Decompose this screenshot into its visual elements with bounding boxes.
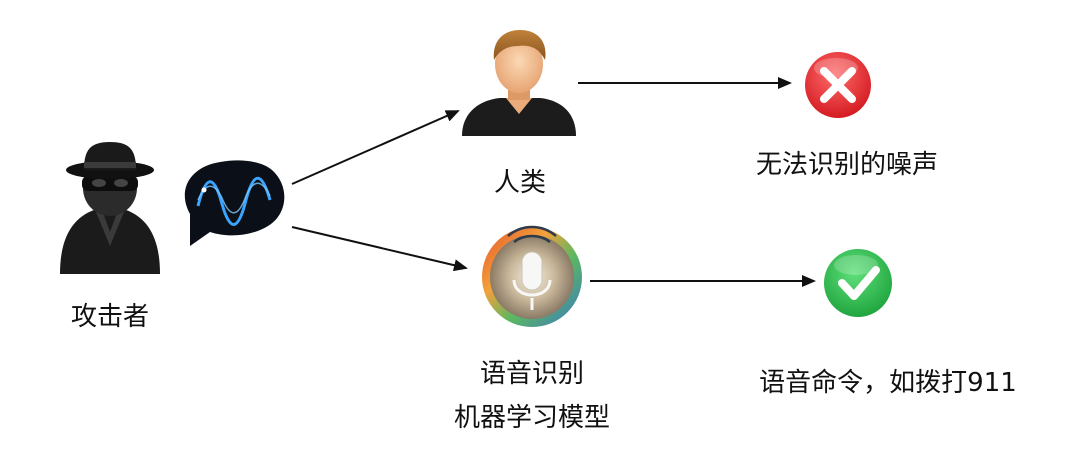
- human-label: 人类: [493, 168, 546, 198]
- attacker-label: 攻击者: [70, 302, 149, 332]
- command-label: 语音命令，如拨打911: [759, 368, 1017, 398]
- success-check-icon: [824, 249, 892, 317]
- error-x-icon: [805, 52, 871, 118]
- person-icon: [462, 30, 576, 136]
- microphone-icon: [482, 225, 582, 327]
- hacker-icon: [60, 142, 160, 274]
- asr-label-line2: 机器学习模型: [453, 403, 610, 433]
- asr-label-line1: 语音识别: [479, 359, 584, 389]
- noise-label: 无法识别的噪声: [755, 150, 938, 180]
- sound-wave-bubble-icon: [184, 160, 285, 246]
- arrow-audio-to-asr: [291, 226, 468, 272]
- arrow-audio-to-human: [291, 110, 460, 185]
